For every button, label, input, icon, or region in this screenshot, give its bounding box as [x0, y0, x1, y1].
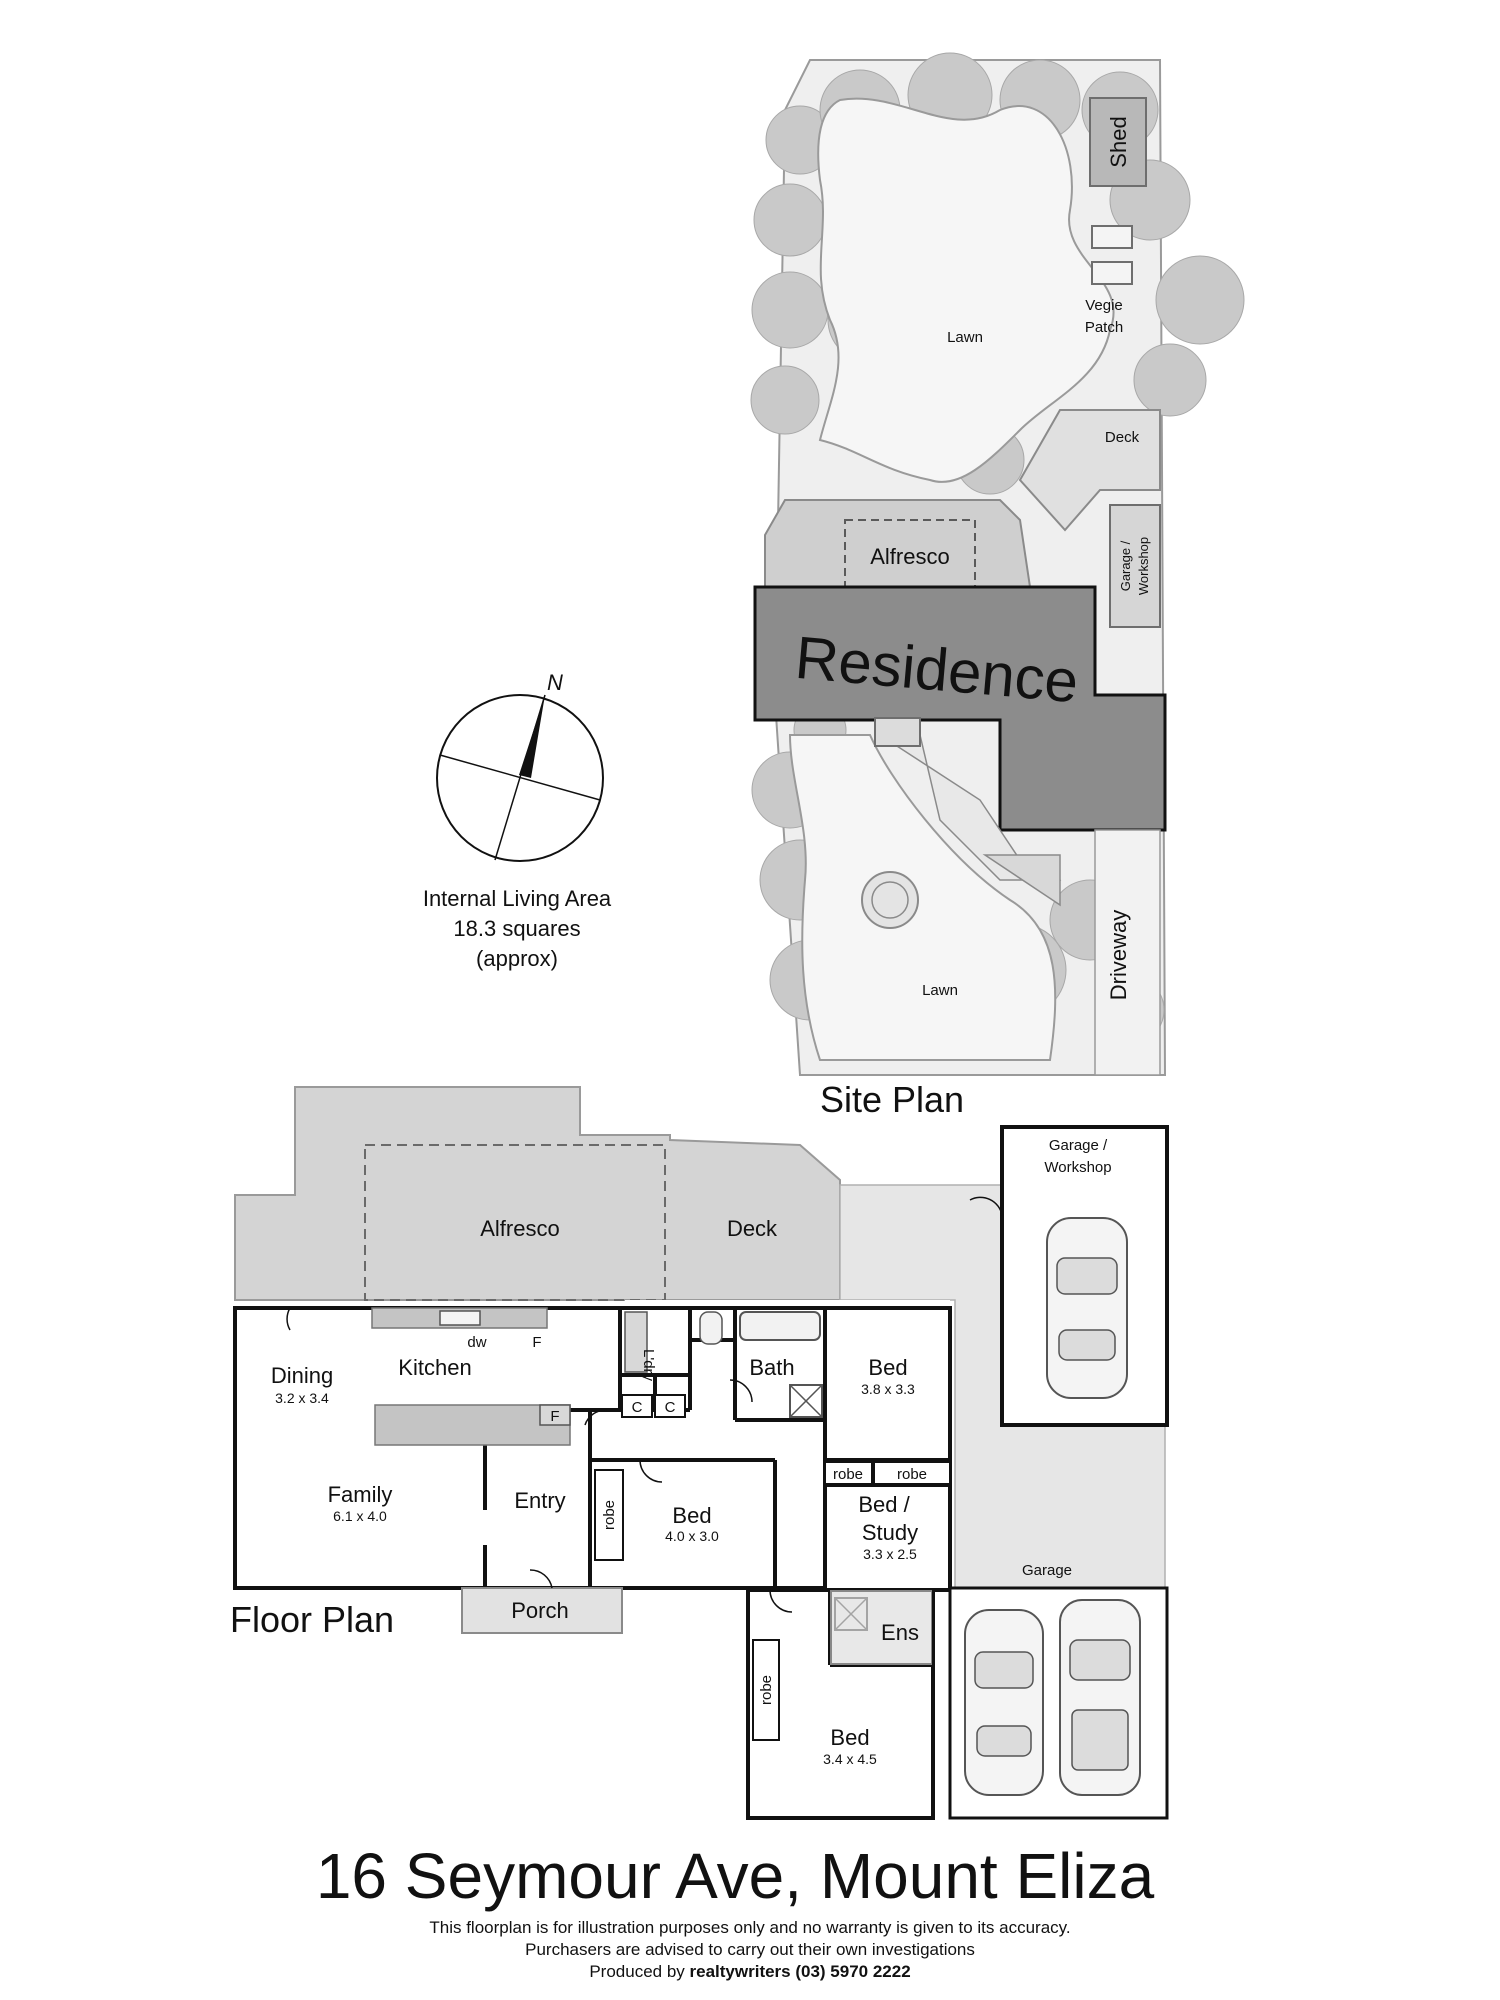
living-area-line-2: 18.3 squares [453, 916, 580, 941]
door-swings [286, 1196, 1003, 1613]
site-vegie-bed-2 [1091, 261, 1133, 285]
cupboard-1 [621, 1394, 653, 1418]
floor-kitchen-label: Kitchen [398, 1355, 471, 1380]
floor-bed-study-label-2: Study [862, 1520, 918, 1545]
floor-porch-label: Porch [511, 1598, 568, 1623]
site-lawn-rear [817, 97, 1115, 483]
floor-bed-study-label-1: Bed / [858, 1492, 910, 1517]
site-plan-title: Site Plan [820, 1079, 964, 1120]
toilet [699, 1311, 723, 1345]
site-front-planter [982, 854, 1061, 907]
floor-ens-label: Ens [881, 1620, 919, 1645]
compass-needle [519, 695, 545, 778]
car-icon [1046, 1217, 1128, 1399]
site-lawn-front-label: Lawn [922, 982, 958, 999]
bath-shower-x2 [789, 1384, 823, 1418]
site-garage-workshop [1109, 504, 1161, 628]
floor-family-dim: 6.1 x 4.0 [333, 1508, 387, 1524]
robe-a [824, 1461, 873, 1485]
site-garden-feature [861, 871, 919, 929]
living-area-line-1: Internal Living Area [423, 886, 612, 911]
floor-bed1-label: Bed [868, 1355, 907, 1380]
robe-d [752, 1639, 780, 1741]
robe-a-label: robe [833, 1466, 863, 1483]
cupboard-1-label: C [632, 1399, 643, 1416]
robe-c [594, 1469, 624, 1561]
site-lawn-rear-label: Lawn [947, 329, 983, 346]
site-vegie-bed-1 [1091, 225, 1133, 249]
floor-plan: Alfresco Deck Garage / Workshop Garage [230, 1086, 1169, 1820]
compass-north-label: N [547, 670, 563, 695]
site-alfresco-label: Alfresco [870, 544, 949, 569]
floor-dining-dim: 3.2 x 3.4 [275, 1390, 329, 1406]
site-driveway-label: Driveway [1106, 910, 1131, 1000]
disclaimer-line-2: Purchasers are advised to carry out thei… [525, 1940, 975, 1959]
site-porch [874, 717, 921, 747]
floor-bed3-dim: 3.4 x 4.5 [823, 1751, 877, 1767]
floor-bath-label: Bath [749, 1355, 794, 1380]
floor-plan-title: Floor Plan [230, 1599, 394, 1640]
floor-bed2-label: Bed [672, 1503, 711, 1528]
fridge-top-label: F [532, 1334, 541, 1351]
disclaimer-line-1: This floorplan is for illustration purpo… [429, 1918, 1070, 1937]
cupboard-2 [654, 1394, 686, 1418]
robe-c-label: robe [601, 1500, 618, 1530]
disclaimer-brand: realtywriters (03) 5970 2222 [690, 1962, 911, 1981]
site-residence [753, 585, 1167, 832]
site-lawn-front [788, 734, 1057, 1061]
laundry-tub [624, 1311, 648, 1373]
site-driveway [1094, 829, 1161, 1076]
floor-bed3-label: Bed [830, 1725, 869, 1750]
disclaimer-line-3: Produced by realtywriters (03) 5970 2222 [589, 1962, 910, 1981]
living-area-note: Internal Living Area 18.3 squares (appro… [423, 886, 612, 971]
living-area-line-3: (approx) [476, 946, 558, 971]
cupboard-2-label: C [665, 1399, 676, 1416]
car-icon [1059, 1599, 1141, 1796]
site-shed [1089, 97, 1147, 187]
dishwasher-label: dw [467, 1334, 486, 1351]
compass: N [436, 670, 604, 862]
bedroom-wing [823, 1306, 952, 1592]
fridge-bottom-label: F [550, 1408, 559, 1425]
floor-family-label: Family [328, 1482, 393, 1507]
property-address: 16 Seymour Ave, Mount Eliza [316, 1840, 1155, 1912]
floor-alfresco-label: Alfresco [480, 1216, 559, 1241]
kitchen-sink [439, 1310, 481, 1326]
compass-axis-ew [439, 754, 601, 801]
floor-porch [461, 1587, 623, 1634]
robe-d-label: robe [758, 1675, 775, 1705]
site-vegie-label-1: Vegie [1085, 297, 1123, 314]
site-vegie-label-2: Patch [1085, 319, 1123, 336]
car-icon [964, 1609, 1044, 1796]
site-deck [1018, 409, 1161, 532]
floor-alfresco-outline [364, 1144, 666, 1301]
floor-bed1-dim: 3.8 x 3.3 [861, 1381, 915, 1397]
site-deck-label: Deck [1105, 429, 1140, 446]
floor-garage-workshop-label-1: Garage / [1049, 1137, 1108, 1154]
floor-entry-label: Entry [514, 1488, 565, 1513]
fridge-space [539, 1404, 571, 1426]
site-garden-feature-inner [871, 881, 909, 919]
site-plan: Shed Vegie Patch Lawn Deck Garage / Work… [750, 52, 1245, 1120]
site-garage-label-1: Garage / [1118, 540, 1133, 591]
robe-b [873, 1461, 951, 1485]
floor-garage-label: Garage [1022, 1562, 1072, 1579]
disclaimer-produced-by: Produced by [589, 1962, 689, 1981]
floor-deck-label: Deck [727, 1216, 778, 1241]
bathtub [739, 1311, 821, 1341]
robe-b-label: robe [897, 1466, 927, 1483]
floor-bed-study-dim: 3.3 x 2.5 [863, 1546, 917, 1562]
floor-dining-label: Dining [271, 1363, 333, 1388]
ensuite-area [830, 1590, 932, 1665]
floor-bed2-dim: 4.0 x 3.0 [665, 1528, 719, 1544]
site-shed-label: Shed [1106, 116, 1131, 167]
site-garage-label-2: Workshop [1136, 537, 1151, 595]
floor-laundry-label: L'dry [640, 1349, 657, 1382]
floor-outdoor-area [234, 1086, 841, 1301]
floor-garage-workshop-label-2: Workshop [1044, 1159, 1111, 1176]
